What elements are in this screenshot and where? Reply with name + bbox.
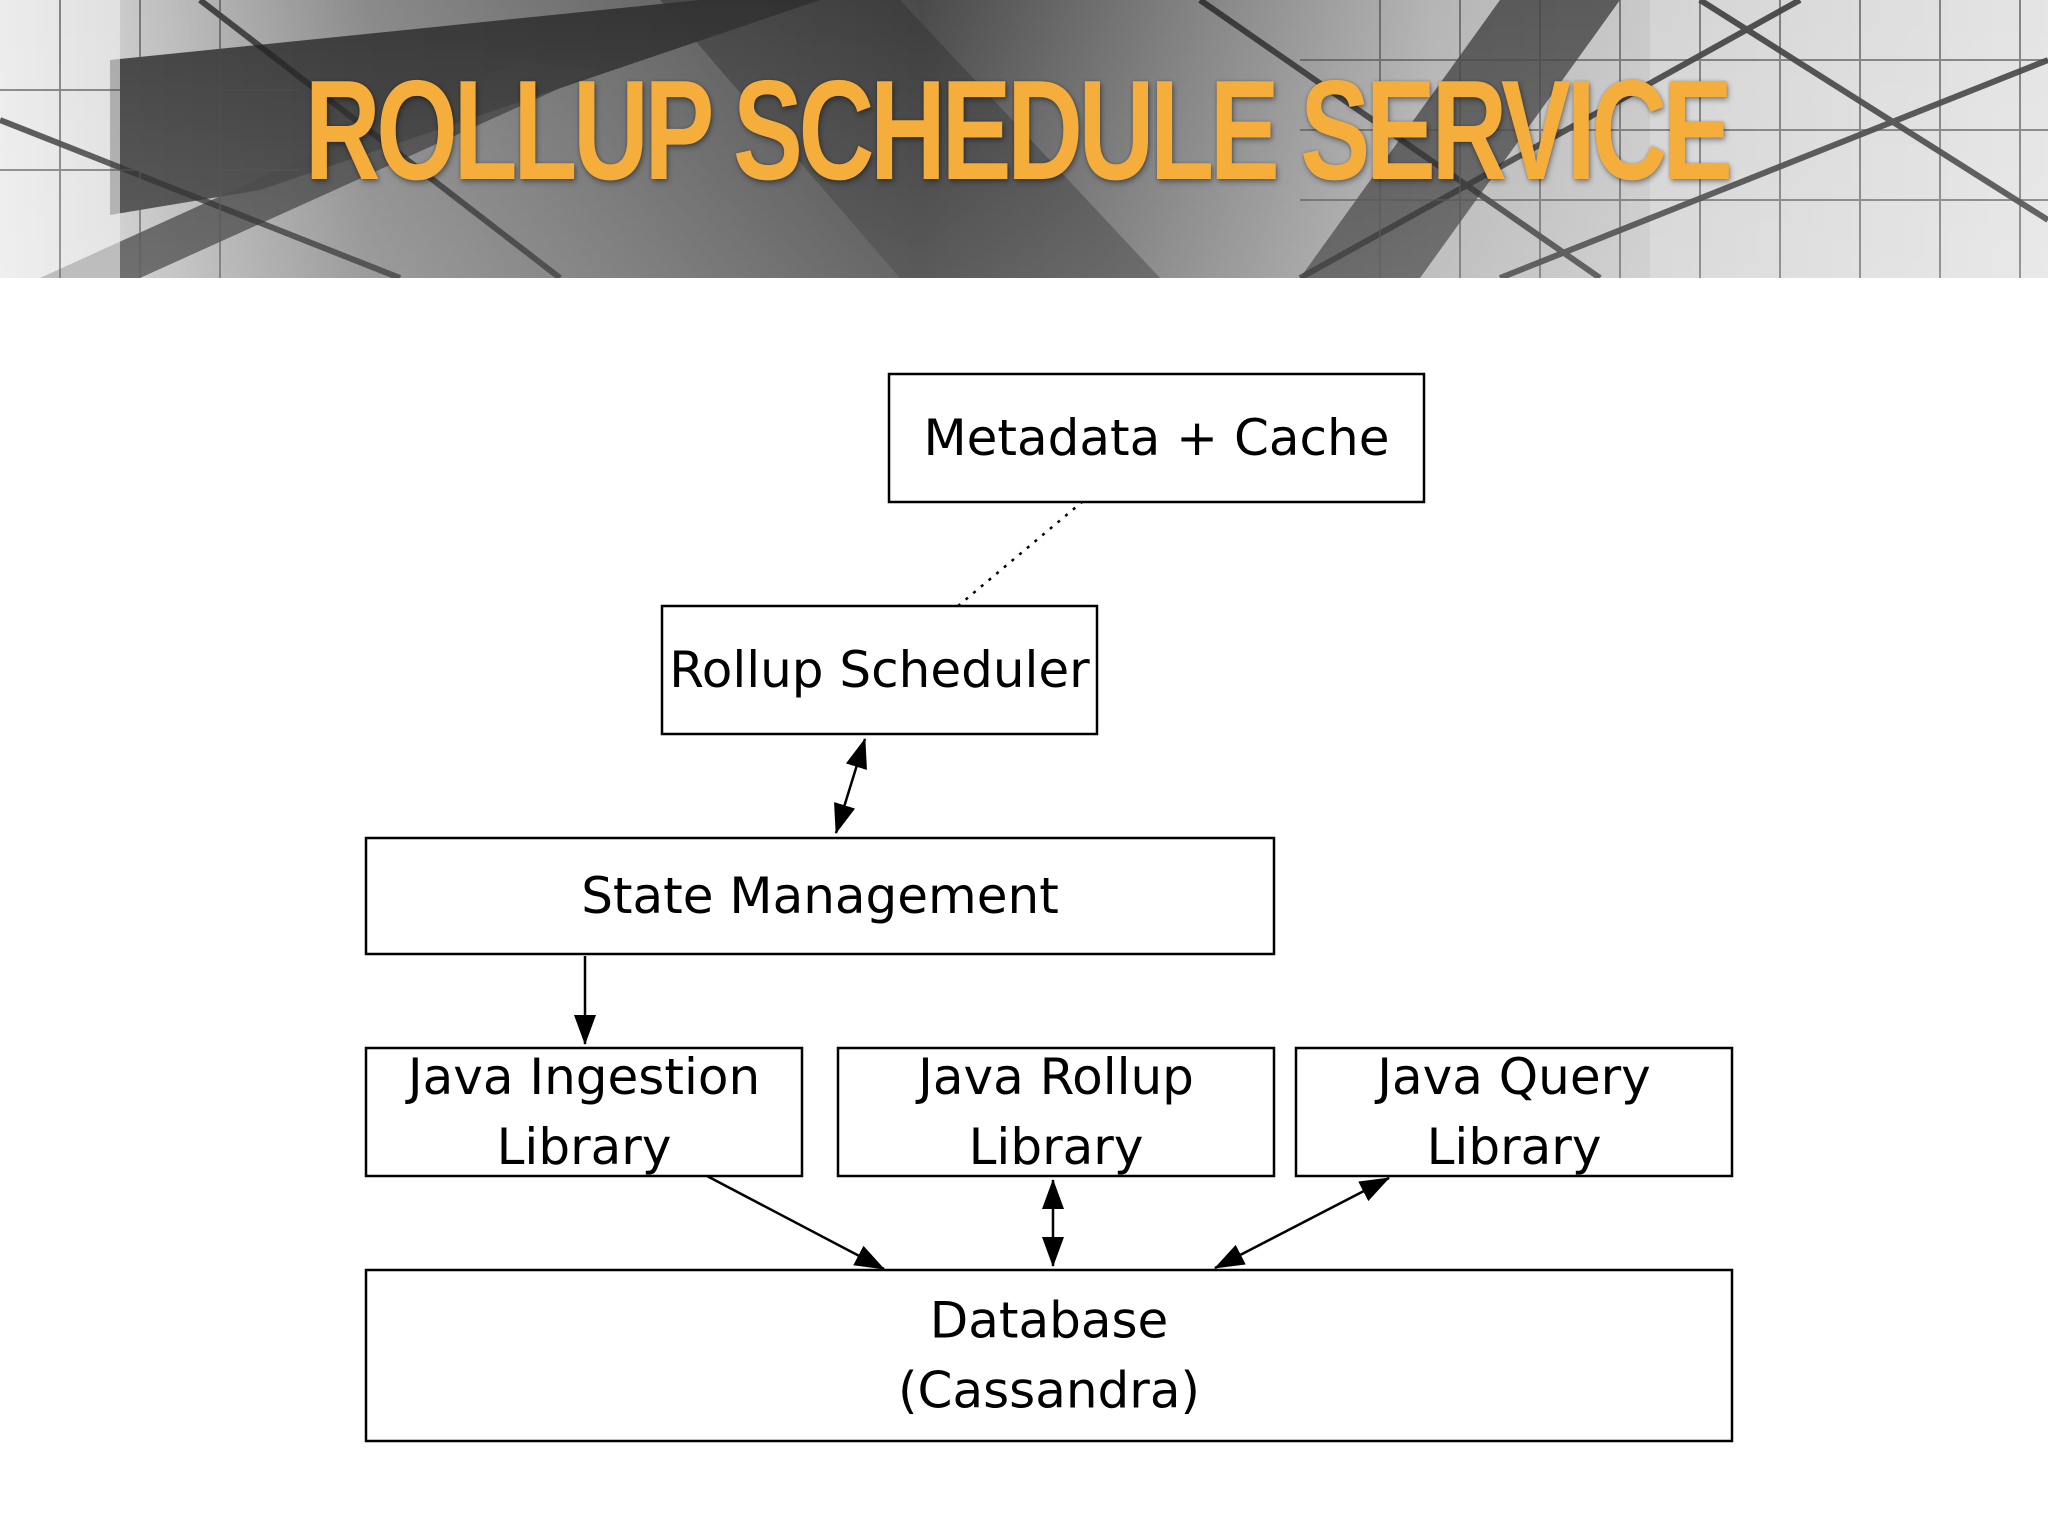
node-state-management: State Management xyxy=(364,836,1276,956)
edges-layer xyxy=(574,501,1390,1271)
node-label-java-rollup-library-line-2: Library xyxy=(969,1118,1144,1176)
header-photo-banner xyxy=(0,0,2048,278)
node-box-database xyxy=(364,1268,1734,1443)
node-box-metadata-cache xyxy=(887,372,1426,504)
node-label-java-ingestion-library-line-1: Java Ingestion xyxy=(405,1048,760,1106)
node-label-database-line-1: Database xyxy=(930,1292,1169,1350)
node-box-java-query-library xyxy=(1294,1046,1734,1178)
node-label-state-management-line-1: State Management xyxy=(581,867,1059,925)
edge-rollup-scheduler-to-metadata-cache xyxy=(957,501,1083,607)
node-label-rollup-scheduler-line-1: Rollup Scheduler xyxy=(669,641,1090,699)
edge-rollup-scheduler-to-state-management xyxy=(834,738,867,834)
node-label-java-query-library-line-2: Library xyxy=(1427,1118,1602,1176)
node-label-java-ingestion-library-line-2: Library xyxy=(497,1118,672,1176)
node-box-java-rollup-library xyxy=(836,1046,1276,1178)
node-database: Database (Cassandra) xyxy=(364,1268,1734,1443)
node-box-state-management xyxy=(364,836,1276,956)
node-rollup-scheduler: Rollup Scheduler xyxy=(660,604,1099,736)
node-box-java-ingestion-library xyxy=(364,1046,804,1178)
node-box-rollup-scheduler xyxy=(660,604,1099,736)
edge-java-query-library-to-database xyxy=(1214,1176,1390,1270)
node-label-metadata-cache-line-1: Metadata + Cache xyxy=(924,409,1390,467)
node-metadata-cache: Metadata + Cache xyxy=(887,372,1426,504)
node-label-java-query-library-line-1: Java Query xyxy=(1374,1048,1650,1106)
node-label-database-line-2: (Cassandra) xyxy=(898,1362,1200,1420)
node-label-java-rollup-library-line-1: Java Rollup xyxy=(915,1048,1194,1106)
slide-title: ROLLUP SCHEDULE SERVICE xyxy=(304,51,1733,210)
edge-java-ingestion-library-to-database xyxy=(706,1174,885,1271)
